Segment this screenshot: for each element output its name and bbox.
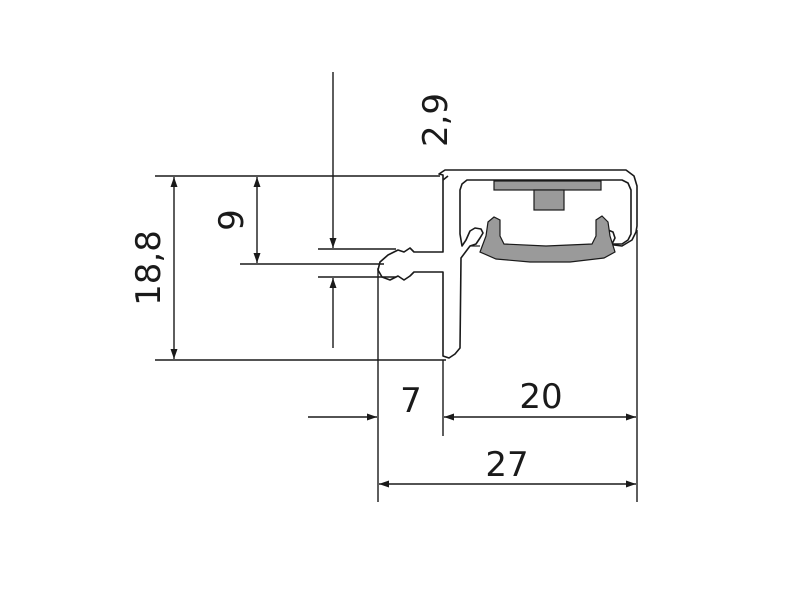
- dimension-lines: [155, 72, 638, 502]
- dim-label-height-total: 18,8: [129, 230, 169, 306]
- dim-label-width-total: 27: [485, 445, 528, 485]
- insert-stem: [533, 189, 565, 211]
- dim-label-width-right: 20: [519, 377, 562, 417]
- insert-profile: [470, 180, 616, 263]
- insert-top-strip: [493, 180, 602, 191]
- dim-label-height-inner: 9: [212, 209, 252, 231]
- dim-label-gap-top: 2,9: [416, 93, 456, 147]
- dim-label-width-left: 7: [400, 381, 422, 421]
- insert-lens: [479, 215, 616, 263]
- profile-outline: [377, 169, 638, 359]
